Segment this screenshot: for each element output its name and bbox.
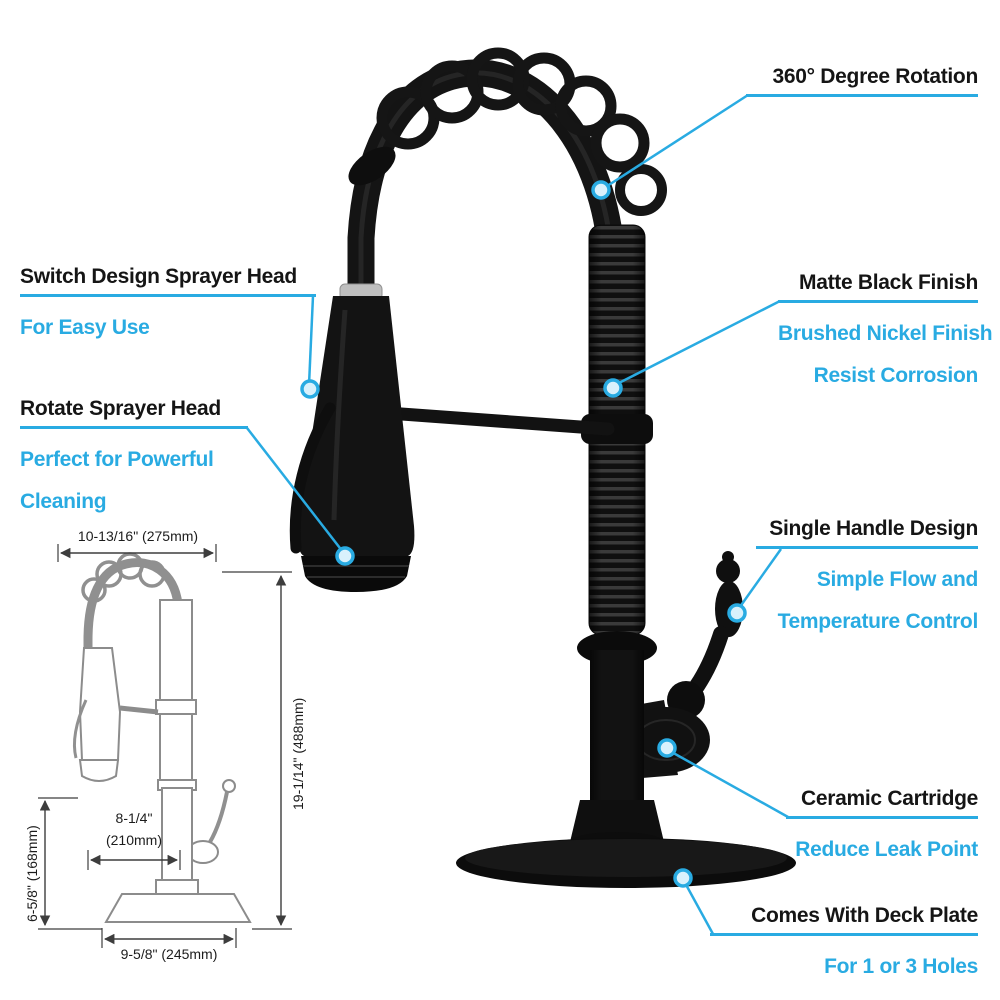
callout-dot [300,379,320,399]
callout-sprayer-rotate: Rotate Sprayer Head Perfect for Powerful… [20,397,248,514]
dim-overall-width-label: 10-13/16" (275mm) [77,528,199,544]
callout-line [246,427,344,553]
dim-base-height-label: 6-5/8" (168mm) [24,825,40,922]
callout-title: Rotate Sprayer Head [20,397,221,420]
callout-deck-plate: Comes With Deck Plate For 1 or 3 Holes [710,904,978,979]
callout-dot [603,378,623,398]
callout-subtitle: Temperature Control [777,610,979,634]
callout-underline [778,300,978,304]
dim-plate-width-label: 9-5/8" (245mm) [120,946,218,962]
callout-underline [20,426,248,430]
callout-subtitle: For Easy Use [20,316,150,340]
deck-plate [456,838,796,888]
spray-face [301,556,411,592]
callout-cartridge: Ceramic Cartridge Reduce Leak Point [786,787,978,862]
callout-line [307,295,315,386]
callout-title: Single Handle Design [769,517,978,540]
callout-handle: Single Handle Design Simple Flow and Tem… [756,517,979,634]
dimension-diagram [38,544,292,948]
callout-line [612,299,781,388]
callout-subtitle: Perfect for Powerful [20,448,214,472]
callout-subtitle: For 1 or 3 Holes [824,955,978,979]
support-bar [367,405,615,436]
callout-rotation: 360° Degree Rotation [746,65,979,98]
callout-title: Comes With Deck Plate [751,904,978,927]
callout-line [600,93,749,192]
faucet-illustration [289,47,796,888]
callout-subtitle: Reduce Leak Point [795,838,978,862]
callout-underline [756,546,978,550]
callout-line [682,880,715,935]
callout-underline [746,94,978,98]
callout-title: Switch Design Sprayer Head [20,265,297,288]
spout-coil [347,47,667,306]
hose-weight-band [348,146,396,186]
faucet-line-drawing [72,552,252,923]
callout-title: 360° Degree Rotation [772,65,979,88]
callout-dot [591,180,611,200]
callout-dot [727,603,747,623]
callout-underline [786,816,978,820]
callout-dot [673,868,693,888]
callout-dot [335,546,355,566]
callout-title: Ceramic Cartridge [801,787,978,810]
callout-subtitle: Simple Flow and [816,568,978,592]
dim-spout-reach-label-line1: 8-1/4" [115,810,153,826]
callout-finish: Matte Black Finish Brushed Nickel Finish… [778,271,993,388]
sprayer-switch-lever [289,402,336,554]
callout-sprayer-switch: Switch Design Sprayer Head For Easy Use [20,265,316,340]
dimension-lines [38,544,292,948]
dim-overall-height-label: 19-1/14" (488mm) [290,697,306,810]
callout-underline [20,294,316,298]
callout-subtitle: Resist Corrosion [813,364,979,388]
faucet-body [570,631,664,852]
callout-line [735,548,783,612]
callout-title: Matte Black Finish [799,271,978,294]
callout-underline [710,933,978,937]
sprayer-head [289,283,415,592]
spring-column [581,224,653,636]
callout-dot [657,738,677,758]
callout-lines [246,93,789,935]
callout-subtitle: Brushed Nickel Finish [778,322,993,346]
callout-subtitle: Cleaning [20,490,107,514]
dim-spout-reach-label-line2: (210mm) [105,832,162,848]
column-collar [581,414,653,444]
callout-line [667,748,789,819]
